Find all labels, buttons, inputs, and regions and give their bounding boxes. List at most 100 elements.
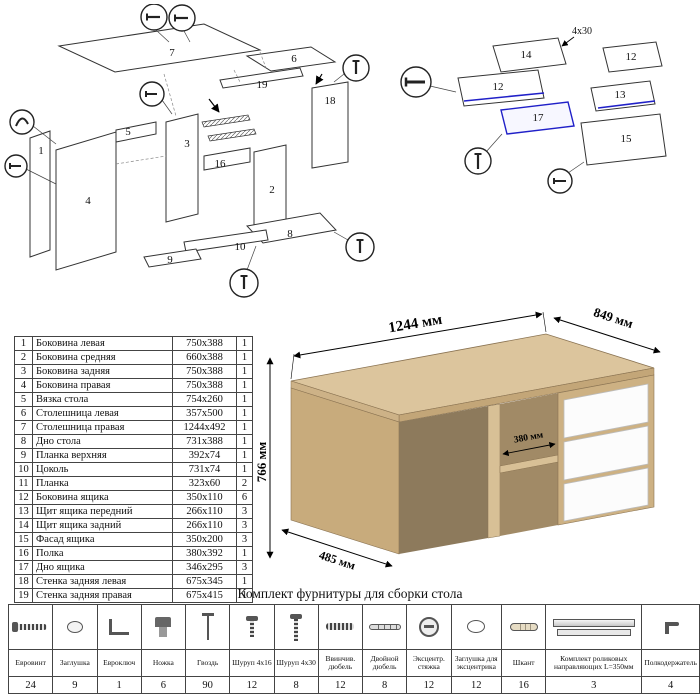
part-label: 2	[269, 184, 275, 196]
part-number: 12	[14, 490, 33, 505]
part-size: 750x388	[172, 364, 237, 379]
cam-lock-icon	[409, 608, 449, 646]
hardware-quantity: 12	[450, 676, 502, 694]
hardware-quantity: 16	[500, 676, 547, 694]
hardware-label: Евроключ	[96, 649, 142, 677]
part-number: 5	[14, 392, 33, 407]
part-number: 4	[14, 378, 33, 393]
hardware-icon-cell	[52, 604, 98, 650]
part-name: Столешница правая	[32, 420, 173, 435]
part-row: 14 Щит ящика задний 266x110 3	[14, 518, 253, 533]
part-row: 4 Боковина правая 750x388 1	[14, 378, 253, 393]
dimension-side-label: 485 мм	[317, 548, 357, 573]
part-size: 350x110	[172, 490, 237, 505]
threaded-dowel-icon	[320, 608, 360, 646]
part-row: 8 Дно стола 731x388 1	[14, 434, 253, 449]
hardware-quantity: 9	[52, 676, 98, 694]
drawer-front-2	[563, 425, 649, 481]
part-size: 350x200	[172, 532, 237, 547]
part-quantity: 1	[236, 364, 253, 379]
part-label: 12	[493, 81, 504, 93]
dimension-arrow-shelf	[502, 441, 556, 457]
hardware-label: Заглушка для эксцентрика	[450, 649, 502, 677]
part-top-right	[57, 23, 262, 73]
hardware-icon-cell	[273, 604, 319, 650]
desk-divider-panel	[487, 403, 501, 539]
parts-table: 1 Боковина левая 750x388 1 2 Боковина ср…	[14, 336, 253, 603]
part-name: Боковина средняя	[32, 350, 173, 365]
part-quantity: 2	[236, 476, 253, 491]
part-name: Боковина задняя	[32, 364, 173, 379]
part-quantity: 1	[236, 546, 253, 561]
part-size: 750x388	[172, 378, 237, 393]
cam-cap-icon	[456, 608, 496, 646]
part-name: Боковина правая	[32, 378, 173, 393]
part-quantity: 1	[236, 448, 253, 463]
hardware-icon-cell	[641, 604, 700, 650]
part-name: Щит ящика задний	[32, 518, 173, 533]
part-quantity: 1	[236, 406, 253, 421]
hardware-label: Двойной дюбель	[361, 649, 408, 677]
part-quantity: 1	[236, 588, 253, 603]
desk-render: 1244 мм 849 мм 766 мм 380 мм 485 мм	[256, 304, 661, 573]
hardware-quantity: 3	[545, 676, 643, 694]
part-label: 9	[167, 254, 173, 266]
part-label: 8	[287, 228, 293, 240]
dimension-arrow-depth	[553, 316, 661, 354]
part-label: 3	[184, 138, 190, 150]
part-quantity: 1	[236, 462, 253, 477]
part-row: 13 Щит ящика передний 266x110 3	[14, 504, 253, 519]
part-name: Столешница левая	[32, 406, 173, 421]
part-row: 19 Стенка задняя правая 675x415 1	[14, 588, 253, 603]
part-plank	[143, 248, 202, 268]
dimension-height-label: 766 мм	[256, 442, 269, 483]
hardware-label: Комплект роликовых направляющих L=350мм	[545, 649, 643, 677]
hardware-quantity: 12	[317, 676, 364, 694]
hardware-kit-title: Комплект фурнитуры для сборки стола	[237, 586, 463, 601]
part-row: 11 Планка 323x60 2	[14, 476, 253, 491]
part-row: 16 Полка 380x392 1	[14, 546, 253, 561]
part-number: 15	[14, 532, 33, 547]
part-row: 12 Боковина ящика 350x110 6	[14, 490, 253, 505]
part-name: Вязка стола	[32, 392, 173, 407]
hardware-icon-cell	[96, 604, 142, 650]
hardware-icon-cell	[450, 604, 502, 650]
part-label: 15	[621, 133, 633, 145]
part-name: Фасад ящика	[32, 532, 173, 547]
part-name: Цоколь	[32, 462, 173, 477]
part-top-left	[245, 46, 337, 72]
part-back-wall	[219, 67, 304, 89]
hardware-label: Шкант	[500, 649, 547, 677]
part-label: 18	[325, 95, 337, 107]
part-number: 2	[14, 350, 33, 365]
part-number: 1	[14, 336, 33, 351]
part-quantity: 3	[236, 504, 253, 519]
drawer-rail	[201, 114, 251, 128]
part-row: 9 Планка верхняя 392x74 1	[14, 448, 253, 463]
part-size: 754x260	[172, 392, 237, 407]
part-name: Боковина левая	[32, 336, 173, 351]
hardware-label: Шуруп 4x16	[229, 649, 275, 677]
part-label: 10	[235, 241, 247, 253]
confirmat-screw-icon	[11, 608, 51, 646]
hardware-quantity: 12	[406, 676, 452, 694]
dimension-arrow-width	[293, 311, 543, 359]
part-shelf	[203, 147, 251, 171]
shelf-pin-icon	[651, 608, 691, 646]
part-size: 731x388	[172, 434, 237, 449]
hardware-label: Ввинчив. дюбель	[317, 649, 364, 677]
part-plinth	[183, 229, 269, 253]
part-size: 392x74	[172, 448, 237, 463]
part-label: 12	[626, 51, 637, 63]
drawer-front-1	[563, 383, 649, 439]
part-size: 266x110	[172, 518, 237, 533]
part-quantity: 3	[236, 560, 253, 575]
part-label: 4	[85, 195, 91, 207]
hardware-icon-cell	[184, 604, 231, 650]
part-label: 19	[257, 79, 269, 91]
dimension-arrow-side	[281, 528, 393, 568]
part-quantity: 1	[236, 350, 253, 365]
drawer-bottom	[500, 101, 575, 135]
hardware-label: Гвоздь	[184, 649, 231, 677]
